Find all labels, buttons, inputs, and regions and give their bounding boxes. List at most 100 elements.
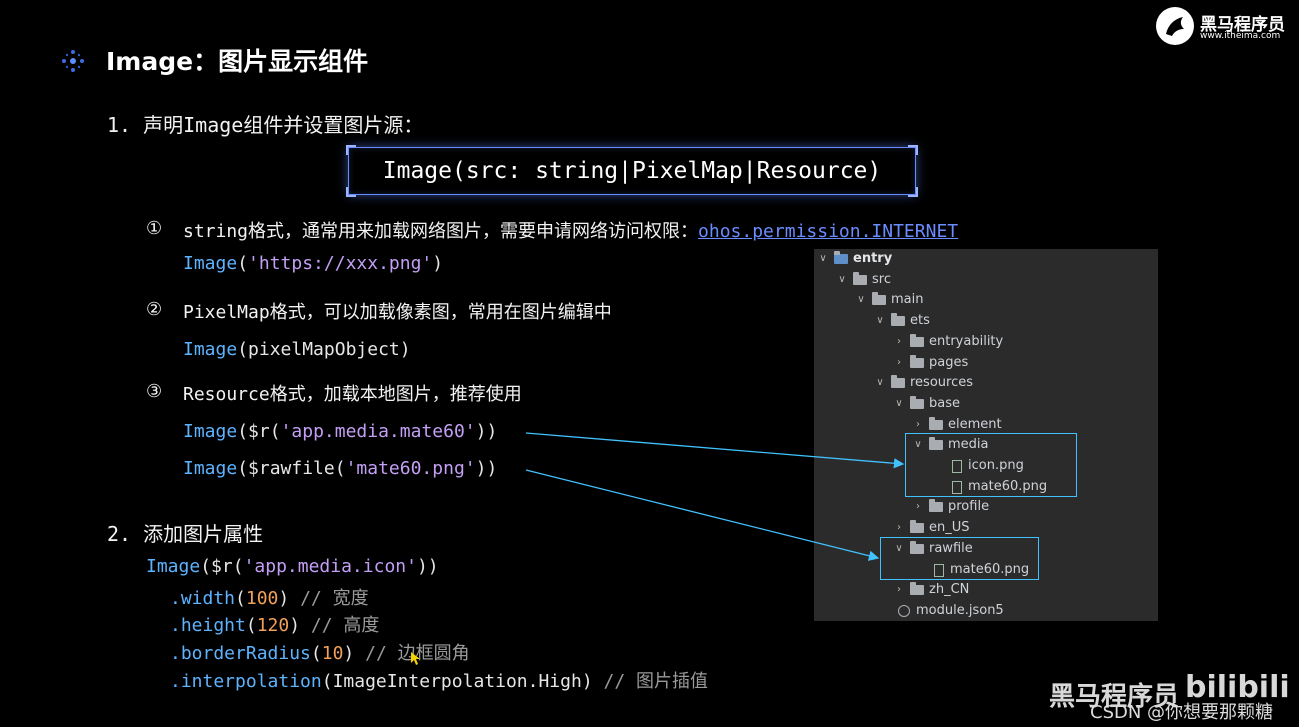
code-paren: (	[232, 556, 244, 577]
chevron-down-icon[interactable]: ∨	[876, 315, 884, 326]
code-paren: (	[310, 643, 322, 664]
item1-desc: string格式，通常用来加载网络图片，需要申请网络访问权限：	[183, 221, 699, 242]
tree-node-rawfile[interactable]: ∨ rawfile	[894, 539, 973, 559]
chevron-down-icon[interactable]: ∨	[914, 439, 922, 450]
prop-interpolation: .interpolation(ImageInterpolation.High) …	[170, 667, 708, 693]
item3-marker: ③	[146, 381, 163, 402]
tree-node-zh-cn[interactable]: › zh_CN	[894, 580, 969, 600]
tree-node-pages[interactable]: › pages	[894, 353, 968, 373]
sparkle-icon	[62, 50, 84, 72]
tree-node-resources[interactable]: ∨ resources	[875, 373, 973, 393]
chevron-right-icon[interactable]: ›	[916, 501, 920, 512]
folder-icon	[853, 272, 867, 285]
chevron-down-icon[interactable]: ∨	[838, 274, 846, 285]
resource-code-1: Image($r('app.media.mate60'))	[183, 421, 497, 442]
chevron-right-icon[interactable]: ›	[897, 584, 901, 595]
code-paren: )	[399, 339, 411, 360]
chevron-down-icon[interactable]: ∨	[895, 398, 903, 409]
image-file-icon	[952, 480, 962, 494]
code-paren: (	[321, 671, 333, 692]
tree-node-profile[interactable]: › profile	[913, 497, 989, 517]
tree-node-label: entry	[853, 251, 893, 266]
tree-node-label: base	[929, 396, 960, 411]
folder-icon	[929, 437, 943, 450]
item1-code: Image('https://xxx.png')	[183, 253, 443, 274]
item2-text: PixelMap格式，可以加载像素图，常用在图片编辑中	[183, 302, 612, 323]
chevron-right-icon[interactable]: ›	[916, 419, 920, 430]
brand-name: 黑马程序员	[1200, 15, 1285, 35]
bilibili-watermark: bilibili	[1185, 670, 1290, 705]
folder-icon	[872, 292, 886, 305]
code-string: 'app.media.icon'	[243, 556, 417, 577]
chevron-right-icon[interactable]: ›	[897, 522, 901, 533]
rawfile-highlight-box	[880, 537, 1039, 580]
chevron-down-icon[interactable]: ∨	[857, 294, 865, 305]
tree-node-entry[interactable]: ∨ entry	[818, 249, 892, 269]
tree-node-label: zh_CN	[929, 582, 970, 597]
chevron-down-icon[interactable]: ∨	[895, 543, 903, 554]
chevron-down-icon[interactable]: ∨	[876, 377, 884, 388]
signature-code: Image(src: string|PixelMap|Resource)	[382, 158, 882, 184]
tree-node-label: resources	[910, 375, 974, 390]
item2-marker: ②	[146, 299, 163, 320]
tree-node-label: rawfile	[929, 541, 973, 556]
code-comment: // 宽度	[300, 588, 369, 609]
tree-node-rawfile-mate60-png[interactable]: mate60.png	[934, 560, 1029, 580]
tree-node-icon-png[interactable]: icon.png	[952, 456, 1024, 476]
code-paren: (	[235, 588, 246, 609]
tree-node-media[interactable]: ∨ media	[913, 435, 989, 455]
code-method: .height	[170, 615, 246, 636]
resource-code-2: Image($rawfile('mate60.png'))	[183, 458, 497, 479]
tree-node-base[interactable]: ∨ base	[894, 394, 960, 414]
code-paren: (	[237, 339, 249, 360]
item3-text: Resource格式，加载本地图片，推荐使用	[183, 384, 522, 405]
media-highlight-box	[905, 433, 1077, 497]
chevron-right-icon[interactable]: ›	[897, 336, 901, 347]
tree-node-entryability[interactable]: › entryability	[894, 332, 1003, 352]
tree-node-en-us[interactable]: › en_US	[894, 518, 970, 538]
tree-node-ets[interactable]: ∨ ets	[875, 311, 930, 331]
folder-icon	[910, 541, 924, 554]
code-method: .width	[170, 588, 236, 609]
folder-icon	[891, 375, 905, 388]
code-arg: ImageInterpolation.High	[332, 671, 582, 692]
tree-node-main[interactable]: ∨ main	[856, 290, 923, 310]
tree-node-element[interactable]: › element	[913, 415, 1002, 435]
chevron-right-icon[interactable]: ›	[897, 357, 901, 368]
code-method: .borderRadius	[170, 643, 311, 664]
code-fn: $r	[248, 421, 270, 442]
tree-node-src[interactable]: ∨ src	[837, 270, 891, 290]
tree-node-mate60-png[interactable]: mate60.png	[952, 477, 1047, 497]
section1-heading: 1. 声明Image组件并设置图片源：	[107, 113, 424, 137]
image-file-icon	[934, 563, 944, 577]
code-fn: $r	[211, 556, 233, 577]
folder-icon	[929, 499, 943, 512]
tree-node-label: pages	[929, 355, 969, 370]
code-number: 10	[321, 643, 344, 664]
tree-node-label: src	[872, 272, 891, 287]
config-file-icon	[898, 605, 910, 617]
item1-text: string格式，通常用来加载网络图片，需要申请网络访问权限：ohos.perm…	[183, 217, 958, 243]
tree-node-label: main	[891, 292, 924, 307]
code-paren: )	[432, 253, 444, 274]
code-keyword: Image	[183, 253, 238, 274]
code-keyword: Image	[183, 339, 238, 360]
brand-logo: 黑马程序员 www.itheima.com	[1156, 6, 1296, 46]
folder-icon	[910, 582, 924, 595]
tree-node-module-json5[interactable]: module.json5	[898, 601, 1004, 621]
code-paren: ))	[475, 421, 498, 442]
tree-node-label: en_US	[929, 520, 970, 535]
code-comment: // 边框圆角	[365, 643, 470, 664]
internet-permission-link[interactable]: ohos.permission.INTERNET	[698, 221, 959, 242]
prop-width: .width(100) // 宽度	[170, 584, 369, 610]
mouse-cursor-icon	[411, 652, 420, 665]
tree-node-label: element	[948, 417, 1002, 432]
chevron-down-icon[interactable]: ∨	[819, 253, 827, 264]
prop-height: .height(120) // 高度	[170, 611, 379, 637]
code-paren: (	[269, 421, 281, 442]
code-string: 'https://xxx.png'	[248, 253, 433, 274]
item1-marker: ①	[146, 218, 163, 239]
attr-code-head: Image($r('app.media.icon'))	[146, 556, 439, 577]
section2-heading: 2. 添加图片属性	[107, 522, 264, 546]
code-arg: pixelMapObject	[248, 339, 400, 360]
